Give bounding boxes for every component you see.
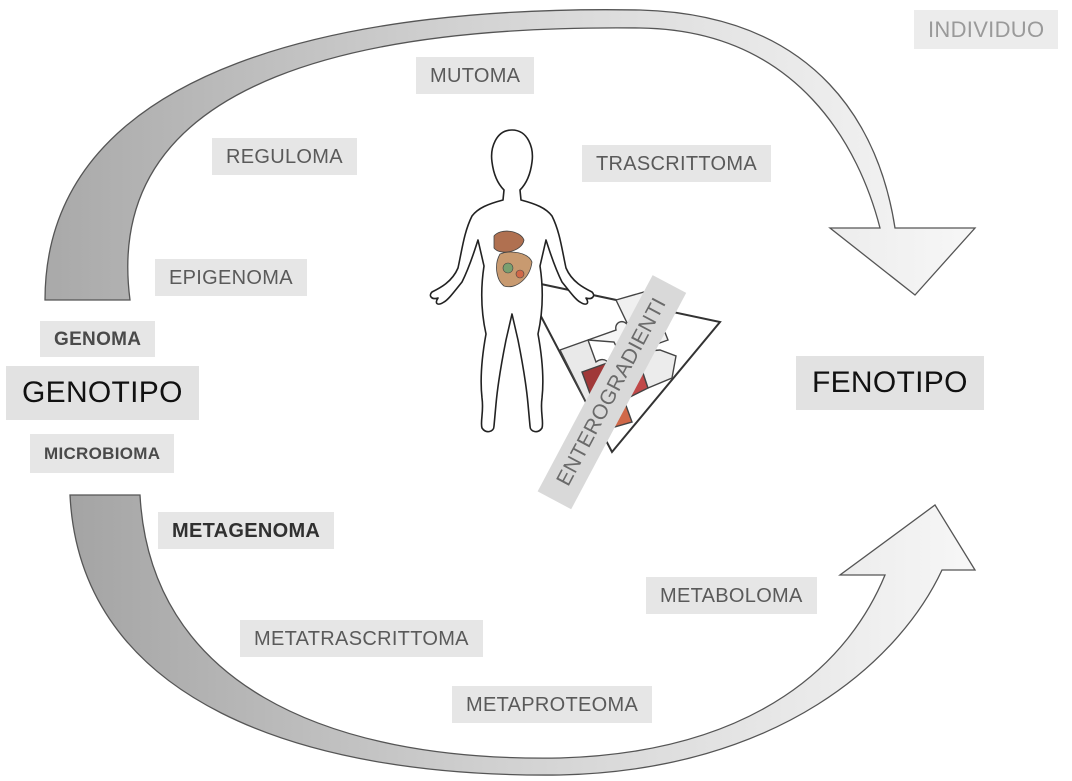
upper-cycle-arrow (44, 9, 977, 301)
reguloma-label: REGULOMA (212, 138, 357, 175)
metatrascrittoma-label: METATRASCRITTOMA (240, 620, 483, 657)
epigenoma-label: EPIGENOMA (155, 259, 307, 296)
genotipo-label: GENOTIPO (6, 366, 199, 420)
trascrittoma-label: TRASCRITTOMA (582, 145, 772, 182)
metaproteoma-label: METAPROTEOMA (452, 686, 653, 723)
genoma-label: GENOMA (40, 321, 156, 357)
mutoma-label: MUTOMA (416, 57, 535, 94)
digestive-organs-icon (493, 230, 533, 288)
metaboloma-label: METABOLOMA (646, 577, 817, 614)
metagenoma-label: METAGENOMA (158, 512, 335, 549)
individuo-label: INDIVIDUO (914, 10, 1059, 49)
lower-cycle-arrow (69, 494, 977, 776)
microbioma-label: MICROBIOMA (30, 434, 175, 473)
fenotipo-label: FENOTIPO (796, 356, 984, 410)
